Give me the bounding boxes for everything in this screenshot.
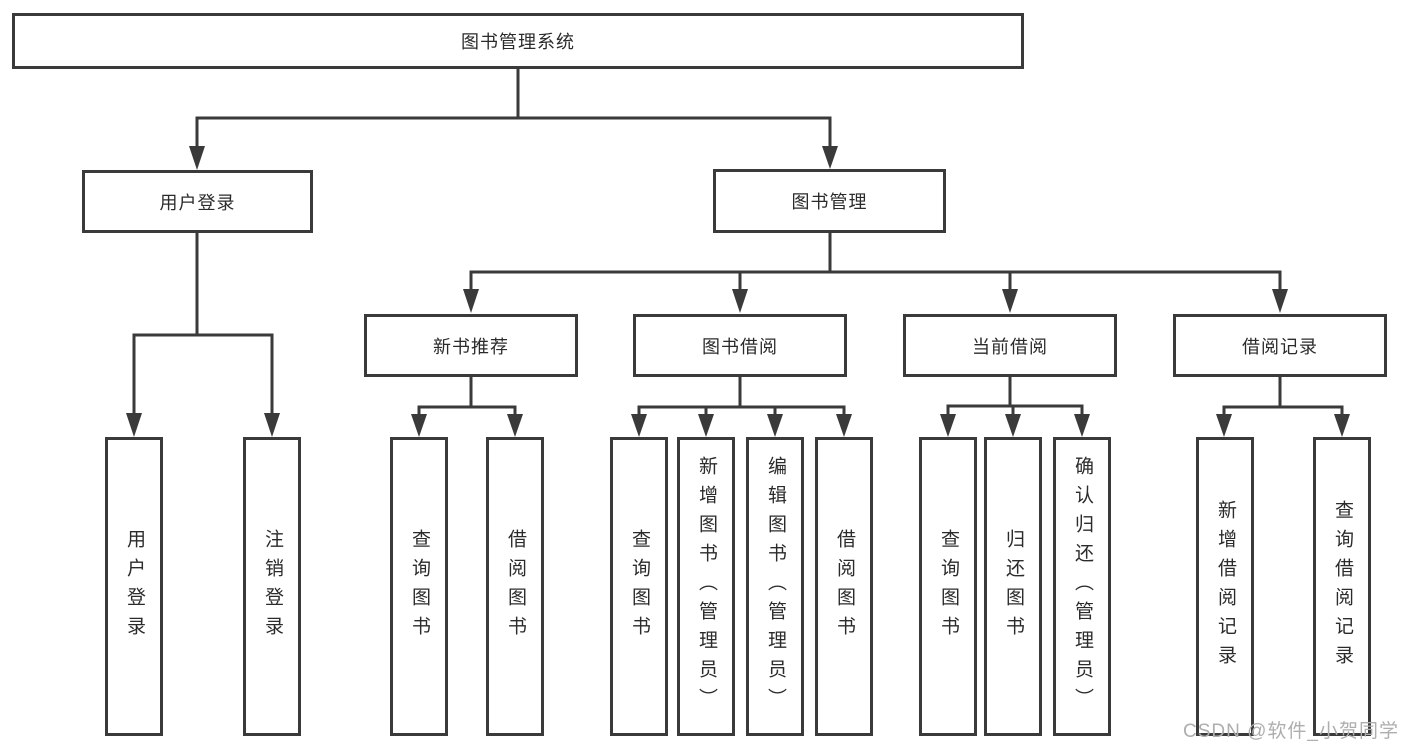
arrowhead-icon xyxy=(1005,414,1021,437)
arrowhead-icon xyxy=(822,146,838,169)
connector-current-to-leaves xyxy=(940,377,1090,437)
leaf-borrow-query-books-label: 查询图书 xyxy=(628,528,650,645)
arrowhead-icon xyxy=(1002,289,1018,313)
arrowhead-icon xyxy=(126,413,142,437)
node-root: 图书管理系统 xyxy=(12,13,1024,69)
arrowhead-icon xyxy=(1334,414,1350,437)
node-root-label: 图书管理系统 xyxy=(461,32,575,52)
node-book-borrow-label: 图书借阅 xyxy=(702,336,778,357)
node-new-book-recommend-label: 新书推荐 xyxy=(433,336,509,357)
arrowhead-icon xyxy=(698,414,714,437)
connector-records-to-leaves xyxy=(1216,377,1350,437)
arrowhead-icon xyxy=(940,414,956,437)
leaf-recommend-query-books-label: 查询图书 xyxy=(408,528,430,645)
leaf-query-borrow-record-label: 查询借阅记录 xyxy=(1331,499,1353,674)
connector-login-to-leaves xyxy=(126,233,280,437)
leaf-recommend-query-books: 查询图书 xyxy=(390,437,448,736)
arrowhead-icon xyxy=(463,289,479,313)
leaf-recommend-borrow-books-label: 借阅图书 xyxy=(504,528,526,645)
arrowhead-icon xyxy=(507,414,523,437)
watermark: CSDN @软件_小贺同学 xyxy=(1183,721,1399,742)
arrowhead-icon xyxy=(411,414,427,437)
node-borrow-records: 借阅记录 xyxy=(1173,314,1387,377)
node-new-book-recommend: 新书推荐 xyxy=(364,314,578,377)
arrowhead-icon xyxy=(836,414,852,437)
arrowhead-icon xyxy=(264,413,280,437)
leaf-add-book-admin: 新增图书（管理员） xyxy=(677,437,735,736)
leaf-user-login-label: 用户登录 xyxy=(123,528,145,645)
leaf-logout: 注销登录 xyxy=(243,437,301,736)
leaf-edit-book-admin: 编辑图书（管理员） xyxy=(746,437,804,736)
arrowhead-icon xyxy=(1272,289,1288,313)
leaf-user-login: 用户登录 xyxy=(105,437,163,736)
node-current-borrow-label: 当前借阅 xyxy=(972,336,1048,357)
leaf-logout-label: 注销登录 xyxy=(261,528,283,645)
node-book-management-label: 图书管理 xyxy=(791,192,868,212)
leaf-confirm-return-admin: 确认归还（管理员） xyxy=(1053,437,1111,736)
arrowhead-icon xyxy=(1074,414,1090,437)
node-book-management: 图书管理 xyxy=(713,169,946,233)
leaf-recommend-borrow-books: 借阅图书 xyxy=(486,437,544,736)
node-borrow-records-label: 借阅记录 xyxy=(1242,336,1318,357)
leaf-query-borrow-record: 查询借阅记录 xyxy=(1313,437,1371,736)
node-current-borrow: 当前借阅 xyxy=(903,314,1117,377)
connector-root-to-level2 xyxy=(189,69,838,170)
leaf-borrow-books: 借阅图书 xyxy=(815,437,873,736)
arrowhead-icon xyxy=(631,414,647,437)
leaf-add-book-admin-label: 新增图书（管理员） xyxy=(695,456,717,717)
connector-recommend-to-leaves xyxy=(411,377,523,437)
node-user-login: 用户登录 xyxy=(82,170,313,233)
leaf-edit-book-admin-label: 编辑图书（管理员） xyxy=(764,456,786,717)
node-user-login-label: 用户登录 xyxy=(159,192,236,213)
leaf-current-query-books-label: 查询图书 xyxy=(937,528,959,645)
leaf-current-query-books: 查询图书 xyxy=(919,437,977,736)
leaf-return-book-label: 归还图书 xyxy=(1002,528,1024,645)
leaf-add-borrow-record: 新增借阅记录 xyxy=(1196,437,1254,736)
leaf-borrow-books-label: 借阅图书 xyxy=(833,528,855,645)
leaf-borrow-query-books: 查询图书 xyxy=(610,437,668,736)
leaf-add-borrow-record-label: 新增借阅记录 xyxy=(1214,499,1236,674)
leaf-confirm-return-admin-label: 确认归还（管理员） xyxy=(1071,456,1093,717)
node-book-borrow: 图书借阅 xyxy=(633,314,847,377)
leaf-return-book: 归还图书 xyxy=(984,437,1042,736)
arrowhead-icon xyxy=(767,414,783,437)
arrowhead-icon xyxy=(1216,414,1232,437)
connector-manage-to-level3 xyxy=(463,233,1288,313)
arrowhead-icon xyxy=(189,146,205,170)
connector-borrow-to-leaves xyxy=(631,377,852,437)
arrowhead-icon xyxy=(732,289,748,313)
